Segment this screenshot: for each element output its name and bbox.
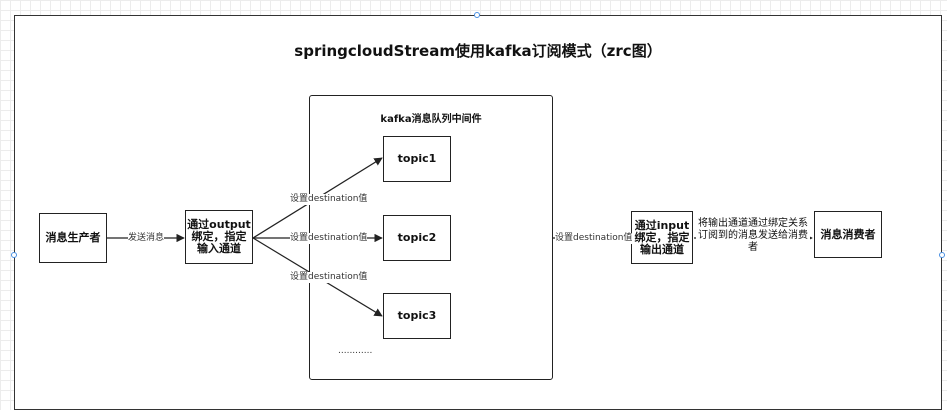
- edges-layer: [107, 157, 813, 317]
- topic3-node[interactable]: topic3: [383, 293, 451, 339]
- kafka-container-title: kafka消息队列中间件: [380, 114, 482, 125]
- input-channel-node[interactable]: 通过input绑定，指定输出通道: [631, 211, 693, 264]
- relay-note: 将输出通道通过绑定关系订阅到的消息发送给消费者: [696, 218, 810, 254]
- consumer-node[interactable]: 消息消费者: [814, 211, 882, 258]
- topic2-label: topic2: [397, 231, 437, 244]
- edge-label-destination-3: 设置destination值: [290, 272, 368, 283]
- consumer-label: 消息消费者: [820, 227, 876, 241]
- topics-ellipsis: ............: [338, 346, 373, 356]
- topic3-label: topic3: [397, 309, 437, 322]
- edge-label-destination-4: 设置destination值: [555, 233, 633, 244]
- resize-handle-right[interactable]: [939, 252, 945, 258]
- resize-handle-top[interactable]: [474, 12, 480, 18]
- input-channel-label: 通过input绑定，指定输出通道: [634, 218, 690, 256]
- edge-label-destination-1: 设置destination值: [290, 194, 368, 205]
- topic1-label: topic1: [397, 152, 437, 165]
- producer-label: 消息生产者: [45, 231, 101, 244]
- edge-label-send: 发送消息: [128, 233, 165, 244]
- producer-node[interactable]: 消息生产者: [39, 213, 107, 263]
- resize-handle-left[interactable]: [11, 252, 17, 258]
- topic1-node[interactable]: topic1: [383, 136, 451, 182]
- output-channel-node[interactable]: 通过output绑定，指定输入通道: [185, 210, 253, 264]
- edge-label-destination-2: 设置destination值: [290, 233, 368, 244]
- output-channel-label: 通过output绑定，指定输入通道: [187, 218, 251, 255]
- topic2-node[interactable]: topic2: [383, 215, 451, 261]
- diagram-title: springcloudStream使用kafka订阅模式（zrc图）: [294, 42, 662, 60]
